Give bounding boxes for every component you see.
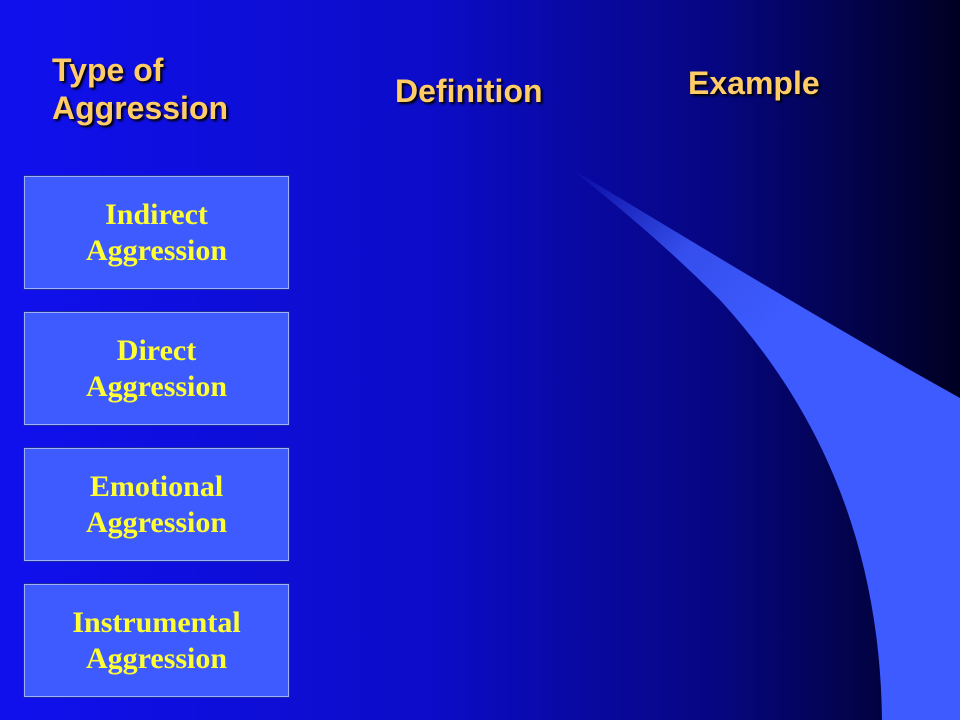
type-box-line1: Indirect (105, 197, 208, 231)
type-box-line1: Instrumental (72, 605, 241, 639)
example-header: Example (688, 65, 820, 101)
indirect-aggression-box[interactable]: Indirect Aggression (24, 176, 289, 289)
direct-aggression-box[interactable]: Direct Aggression (24, 312, 289, 425)
type-box-line1: Emotional (89, 469, 224, 503)
type-header-line1: Type of (52, 52, 164, 88)
type-header-line2: Aggression (52, 90, 229, 126)
definition-header: Definition (395, 73, 543, 109)
type-of-aggression-header: Type of Aggression (52, 51, 228, 127)
instrumental-aggression-box[interactable]: Instrumental Aggression (24, 584, 289, 697)
type-box-line2: Aggression (85, 641, 228, 675)
type-box-line2: Aggression (85, 233, 228, 267)
type-box-line2: Aggression (85, 369, 228, 403)
type-box-line2: Aggression (85, 505, 228, 539)
type-box-line1: Direct (116, 333, 197, 367)
emotional-aggression-box[interactable]: Emotional Aggression (24, 448, 289, 561)
